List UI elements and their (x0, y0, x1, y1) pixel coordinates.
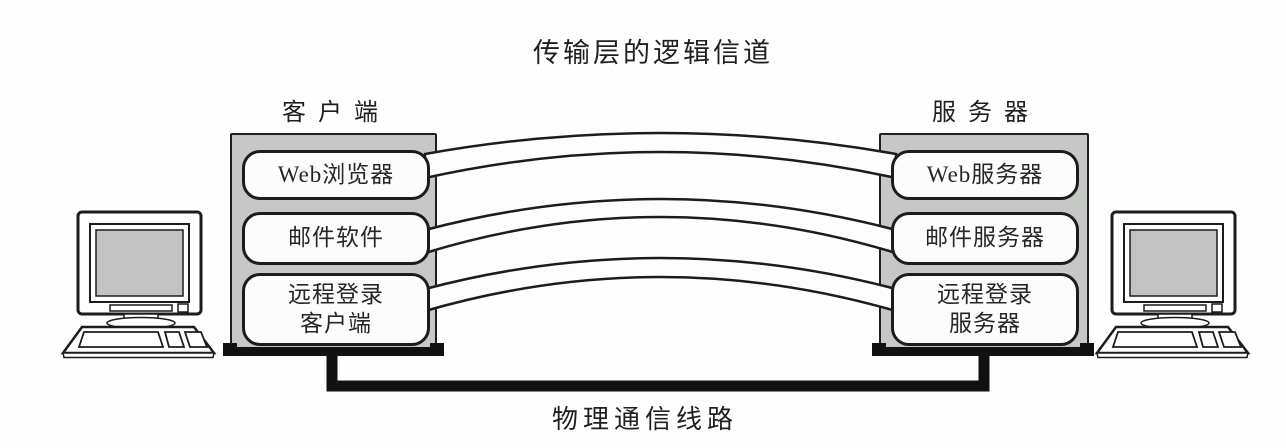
app-label-line: 服务器 (949, 310, 1021, 336)
client-app-remote-login: 远程登录 客户端 (242, 273, 430, 346)
telnet-channel-pipe (423, 256, 898, 313)
physical-line (223, 343, 1094, 392)
app-label-line: 邮件软件 (288, 225, 384, 251)
server-app-remote-login-server: 远程登录 服务器 (891, 273, 1079, 346)
app-label-line: 邮件服务器 (925, 225, 1045, 251)
app-label-line: 远程登录 (937, 281, 1033, 307)
server-computer-icon (1095, 210, 1250, 359)
mail-channel-pipe (423, 197, 898, 255)
client-app-mail-software: 邮件软件 (242, 212, 430, 265)
server-app-mail-server: 邮件服务器 (891, 212, 1079, 265)
client-app-web-browser: Web浏览器 (242, 150, 430, 200)
web-channel-pipe (423, 131, 898, 180)
client-label: 客户端 (282, 100, 390, 126)
server-label: 服务器 (932, 100, 1040, 126)
app-label-line: Web服务器 (926, 161, 1044, 187)
client-computer-icon (61, 210, 216, 359)
app-label-line: 远程登录 (288, 281, 384, 307)
app-label-line: Web浏览器 (277, 161, 395, 187)
server-app-web-server: Web服务器 (891, 150, 1079, 200)
diagram-title: 传输层的逻辑信道 (533, 38, 773, 68)
logical-channel-pipes (423, 131, 898, 313)
physical-line-label: 物理通信线路 (551, 405, 738, 434)
app-label-line: 客户端 (300, 310, 372, 336)
